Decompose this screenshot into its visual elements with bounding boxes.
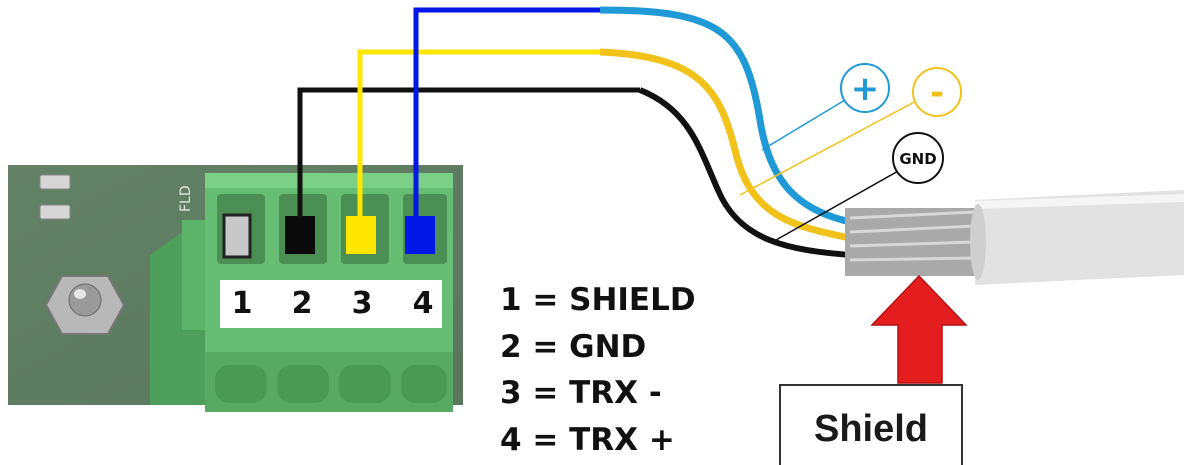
wire-yellow (357, 49, 600, 218)
smd-component (39, 204, 71, 220)
cable-conductor-black (638, 87, 851, 258)
callout-line-plus (761, 99, 846, 151)
cable-conductor-yellow (599, 48, 851, 242)
callout-minus: - (912, 67, 962, 117)
terminal-number-1: 1 (231, 286, 253, 321)
callout-line-gnd (775, 169, 901, 241)
fld-silkscreen-label: FLD (178, 185, 194, 212)
callout-line-minus (739, 99, 919, 196)
legend-item-trx-minus: 3 = TRX - (500, 375, 662, 411)
wire-insert-blue (405, 216, 435, 254)
legend-item-shield: 1 = SHIELD (500, 282, 696, 318)
callout-gnd: GND (892, 132, 944, 184)
shield-label: Shield (813, 408, 929, 450)
cable (845, 190, 1184, 285)
terminal-lower-ridges (215, 365, 447, 403)
cable-conductor-blue (599, 6, 851, 226)
terminal-number-3: 3 (351, 286, 373, 321)
wire-blue (413, 7, 600, 218)
terminal-number-strip (220, 280, 442, 328)
callout-minus-text: - (930, 73, 944, 113)
legend-item-gnd: 2 = GND (500, 329, 647, 365)
wire-black (297, 87, 640, 218)
smd-component (39, 174, 71, 190)
terminal-number-4: 4 (412, 286, 434, 321)
shield-label-box: Shield (779, 384, 963, 465)
standoff-nut (44, 275, 126, 335)
wire-insert-black (285, 216, 315, 254)
callout-gnd-text: GND (899, 150, 936, 168)
shield-arrow (870, 274, 968, 384)
wire-insert-yellow (346, 216, 376, 254)
terminal-number-2: 2 (291, 286, 313, 321)
callout-plus-text: + (851, 69, 880, 109)
legend-item-trx-plus: 4 = TRX + (500, 422, 675, 458)
cable-jacket (975, 190, 1184, 285)
callout-plus: + (840, 63, 890, 113)
